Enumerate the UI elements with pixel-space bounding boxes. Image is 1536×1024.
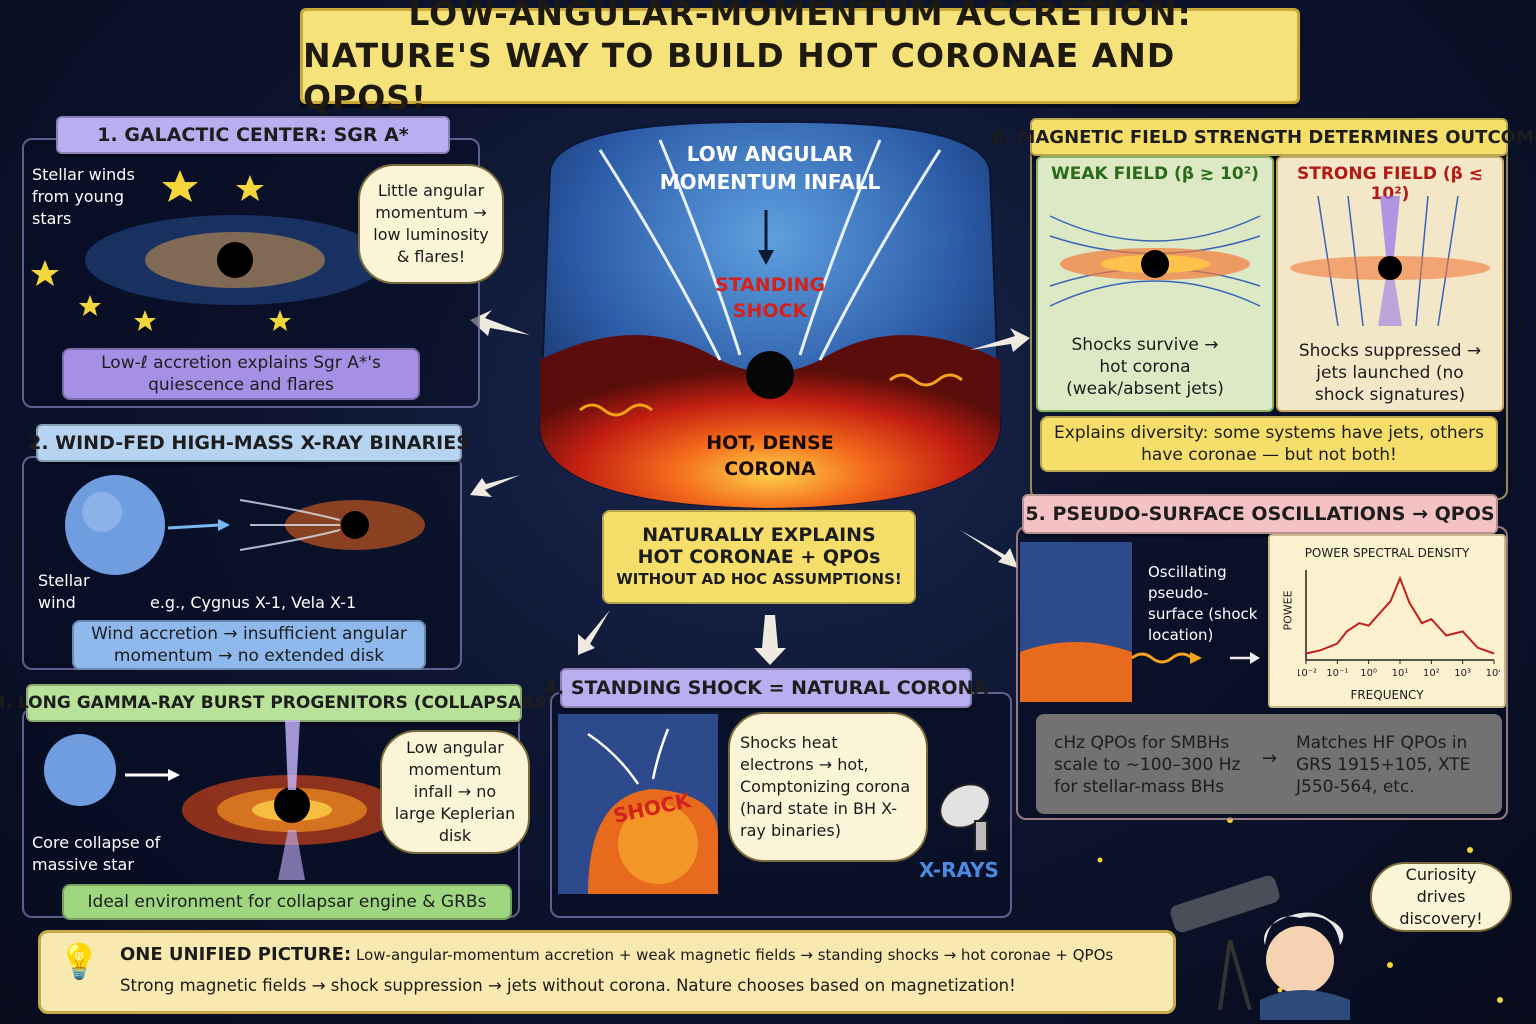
- strong-field-text: Shocks suppressed → jets launched (no sh…: [1298, 341, 1482, 405]
- psd-xtick-label: 10⁻¹: [1326, 668, 1348, 679]
- corona-region: [540, 335, 1000, 508]
- title-line-1: Low-Angular-Momentum Accretion:: [408, 0, 1192, 33]
- unified-line-2: Strong magnetic fields → shock suppressi…: [120, 976, 1016, 995]
- psd-xtick-label: 10⁰: [1360, 668, 1377, 679]
- psd-xtick-label: 10³: [1454, 668, 1471, 679]
- panel1-label: Stellar winds from young stars: [32, 165, 135, 228]
- shock-illustration: [558, 714, 718, 894]
- standing-shock-label: STANDING SHOCK: [714, 274, 826, 322]
- unified-picture-box: [38, 930, 1176, 1014]
- panel5-arrow: →: [1262, 748, 1278, 769]
- panel1-bubble: Little angular momentum → low luminosity…: [358, 164, 504, 284]
- oscillation-illustration: [1020, 542, 1260, 702]
- einstein-telescope-illustration: [1170, 875, 1350, 1020]
- panel3-bubble: Low angular momentum infall → no large K…: [380, 730, 530, 854]
- panel4-xrays-label: X-RAYS: [919, 858, 999, 882]
- panel3-label: Core collapse of massive star: [32, 833, 161, 874]
- infall-label: LOW ANGULAR MOMENTUM INFALL: [659, 142, 881, 194]
- panel2-note: Wind accretion → insufficient angular mo…: [72, 620, 426, 670]
- psd-series-line: [1305, 575, 1495, 655]
- unified-lead: ONE UNIFIED PICTURE:: [120, 944, 352, 965]
- strong-field-diagram: [1290, 196, 1490, 326]
- explains-line-3: WITHOUT AD HOC ASSUMPTIONS!: [616, 570, 902, 588]
- panel5-note-right: Matches HF QPOs in GRS 1915+105, XTE J55…: [1296, 733, 1471, 797]
- panel2-wind-label: Stellar wind: [38, 571, 90, 612]
- panel3-note: Ideal environment for collapsar engine &…: [62, 884, 512, 920]
- black-hole: [746, 351, 794, 399]
- weak-field-text: Shocks survive → hot corona (weak/absent…: [1066, 335, 1224, 399]
- panel1-header: 1. Galactic Center: Sgr A*: [56, 116, 450, 154]
- hmxb-illustration: [65, 475, 425, 575]
- collapsar-illustration: [44, 720, 390, 880]
- panel2-example-label: e.g., Cygnus X-1, Vela X-1: [150, 593, 357, 612]
- psd-chart: 10⁻² 10⁻¹ 10⁰ 10¹ 10² 10³ 10⁴: [1298, 570, 1500, 679]
- psd-axes: [1305, 570, 1494, 661]
- panel6-header: 6. Magnetic Field Strength Determines Ou…: [992, 118, 1536, 156]
- psd-chart-box: [1268, 534, 1506, 708]
- psd-chart-ylabel: POWEE: [1281, 590, 1295, 631]
- panel1-note: Low-ℓ accretion explains Sgr A*'s quiesc…: [62, 348, 420, 400]
- panel6-note: Explains diversity: some systems have je…: [1040, 416, 1498, 472]
- einstein-bubble: Curiosity drives discovery!: [1370, 862, 1512, 932]
- strong-field-title: STRONG FIELD (β ≲ 10²): [1297, 164, 1483, 204]
- central-infall-illustration: [538, 120, 1002, 510]
- naturally-explains-box: NATURALLY EXPLAINS HOT CORONAE + QPOs WI…: [602, 510, 916, 604]
- panel5-label: Oscillating pseudo-surface (shock locati…: [1148, 563, 1258, 644]
- psd-xtick-label: 10¹: [1392, 668, 1409, 679]
- telescope-dish-icon: [939, 783, 991, 852]
- xray-wave-left: [579, 403, 653, 417]
- xray-wave-right: [889, 373, 963, 387]
- panel5-note-left: cHz QPOs for SMBHs scale to ~100–300 Hz …: [1054, 733, 1241, 797]
- sgr-a-illustration: [31, 170, 385, 331]
- psd-xtick-label: 10⁴: [1486, 668, 1500, 679]
- weak-field-diagram: [1049, 215, 1261, 307]
- panel4-header: 4. Standing Shock = Natural Corona: [544, 668, 988, 708]
- title-banner: Low-Angular-Momentum Accretion: Nature's…: [300, 0, 1300, 117]
- psd-xtick-label: 10⁻²: [1298, 668, 1317, 679]
- weak-field-title: WEAK FIELD (β ≳ 10²): [1051, 164, 1259, 184]
- psd-xtick-label: 10²: [1423, 668, 1440, 679]
- panel2-header: 2. Wind-Fed High-Mass X-Ray Binaries: [28, 424, 470, 462]
- title-line-2: Nature's Way to Build Hot Coronae and QP…: [303, 36, 1176, 117]
- lightbulb-icon: 💡: [58, 942, 101, 982]
- panel4-bubble: Shocks heat electrons → hot, Comptonizin…: [728, 712, 928, 862]
- explains-line-1: NATURALLY EXPLAINS: [642, 524, 876, 546]
- explains-line-2: HOT CORONAE + QPOs: [637, 546, 881, 568]
- panel5-header: 5. Pseudo-Surface Oscillations → QPOs: [1022, 494, 1498, 534]
- unified-line-1: Low-angular-momentum accretion + weak ma…: [356, 946, 1114, 964]
- psd-chart-title: POWER SPECTRAL DENSITY: [1304, 546, 1470, 560]
- weak-field-box: [1036, 156, 1274, 412]
- panel3-header: 3. Long Gamma-Ray Burst Progenitors (Col…: [0, 684, 554, 722]
- psd-chart-xlabel: FREQUENCY: [1350, 688, 1424, 702]
- hot-corona-label: HOT, DENSE CORONA: [706, 432, 834, 480]
